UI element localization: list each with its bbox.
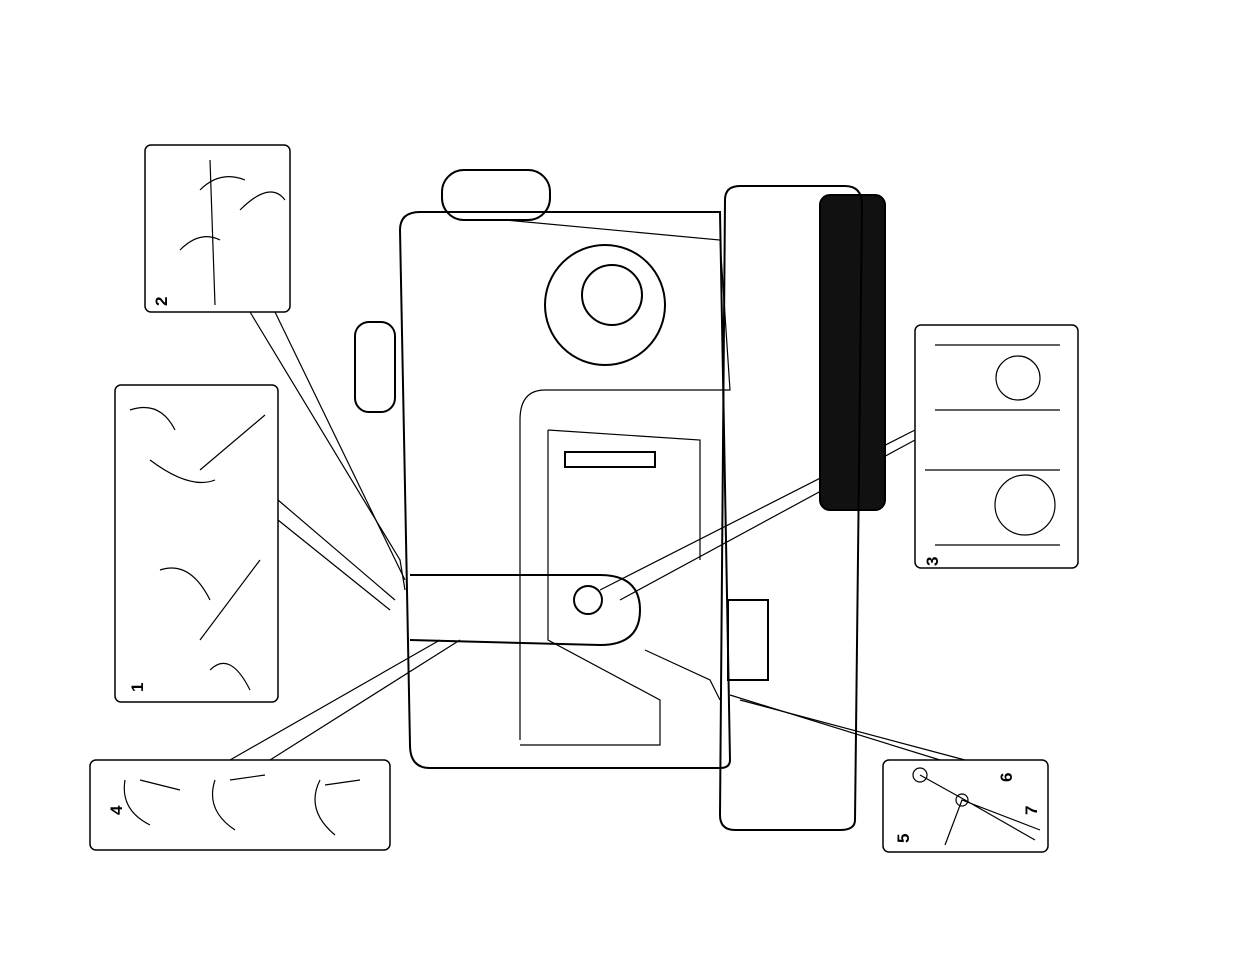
dial-detail <box>994 474 1056 536</box>
step-label-2: 2 <box>152 297 171 306</box>
spool-cap <box>441 169 551 221</box>
handwheel-strip <box>819 194 886 511</box>
step-label-4: 4 <box>107 805 126 815</box>
panel-frame <box>144 144 291 313</box>
housing-panel-line <box>504 219 731 740</box>
vent-slots <box>564 451 656 468</box>
panel-illustration <box>123 774 361 836</box>
thread-guide <box>955 793 969 807</box>
step-label-7: 7 <box>1022 806 1041 815</box>
panel-illustration <box>919 774 1041 846</box>
arm-recess-line <box>547 429 701 560</box>
machine-housing <box>398 211 732 769</box>
step-label-1: 1 <box>128 683 147 692</box>
needle-plate <box>727 599 769 681</box>
panel-frame <box>882 759 1049 853</box>
panel-frame <box>114 384 279 703</box>
panel-illustration <box>925 344 1060 546</box>
step-panel-1: 1 <box>114 384 279 703</box>
panel-illustration <box>129 406 266 691</box>
thread-guide <box>912 767 928 783</box>
panel-illustration <box>179 159 286 306</box>
stitch-dial <box>544 244 666 366</box>
dial-knob <box>581 264 643 326</box>
step-label-5: 5 <box>894 834 913 843</box>
step-label-6: 6 <box>997 773 1016 782</box>
step-panel-2: 2 <box>144 144 291 313</box>
panel-frame <box>89 759 391 851</box>
tension-arm <box>409 574 642 647</box>
step-panel-4: 4 <box>89 759 391 851</box>
tension-screw <box>573 585 603 615</box>
thread-spool <box>354 321 396 413</box>
dial-detail <box>995 355 1041 401</box>
machine-base <box>718 185 864 831</box>
step-panel-5-7: 5 6 7 <box>882 759 1049 853</box>
panel-frame <box>914 324 1079 569</box>
thread-path <box>644 649 721 701</box>
front-cover-line <box>520 430 661 746</box>
sewing-machine <box>354 169 886 831</box>
step-panel-3: 3 <box>914 324 1079 569</box>
step-label-3: 3 <box>923 557 942 566</box>
